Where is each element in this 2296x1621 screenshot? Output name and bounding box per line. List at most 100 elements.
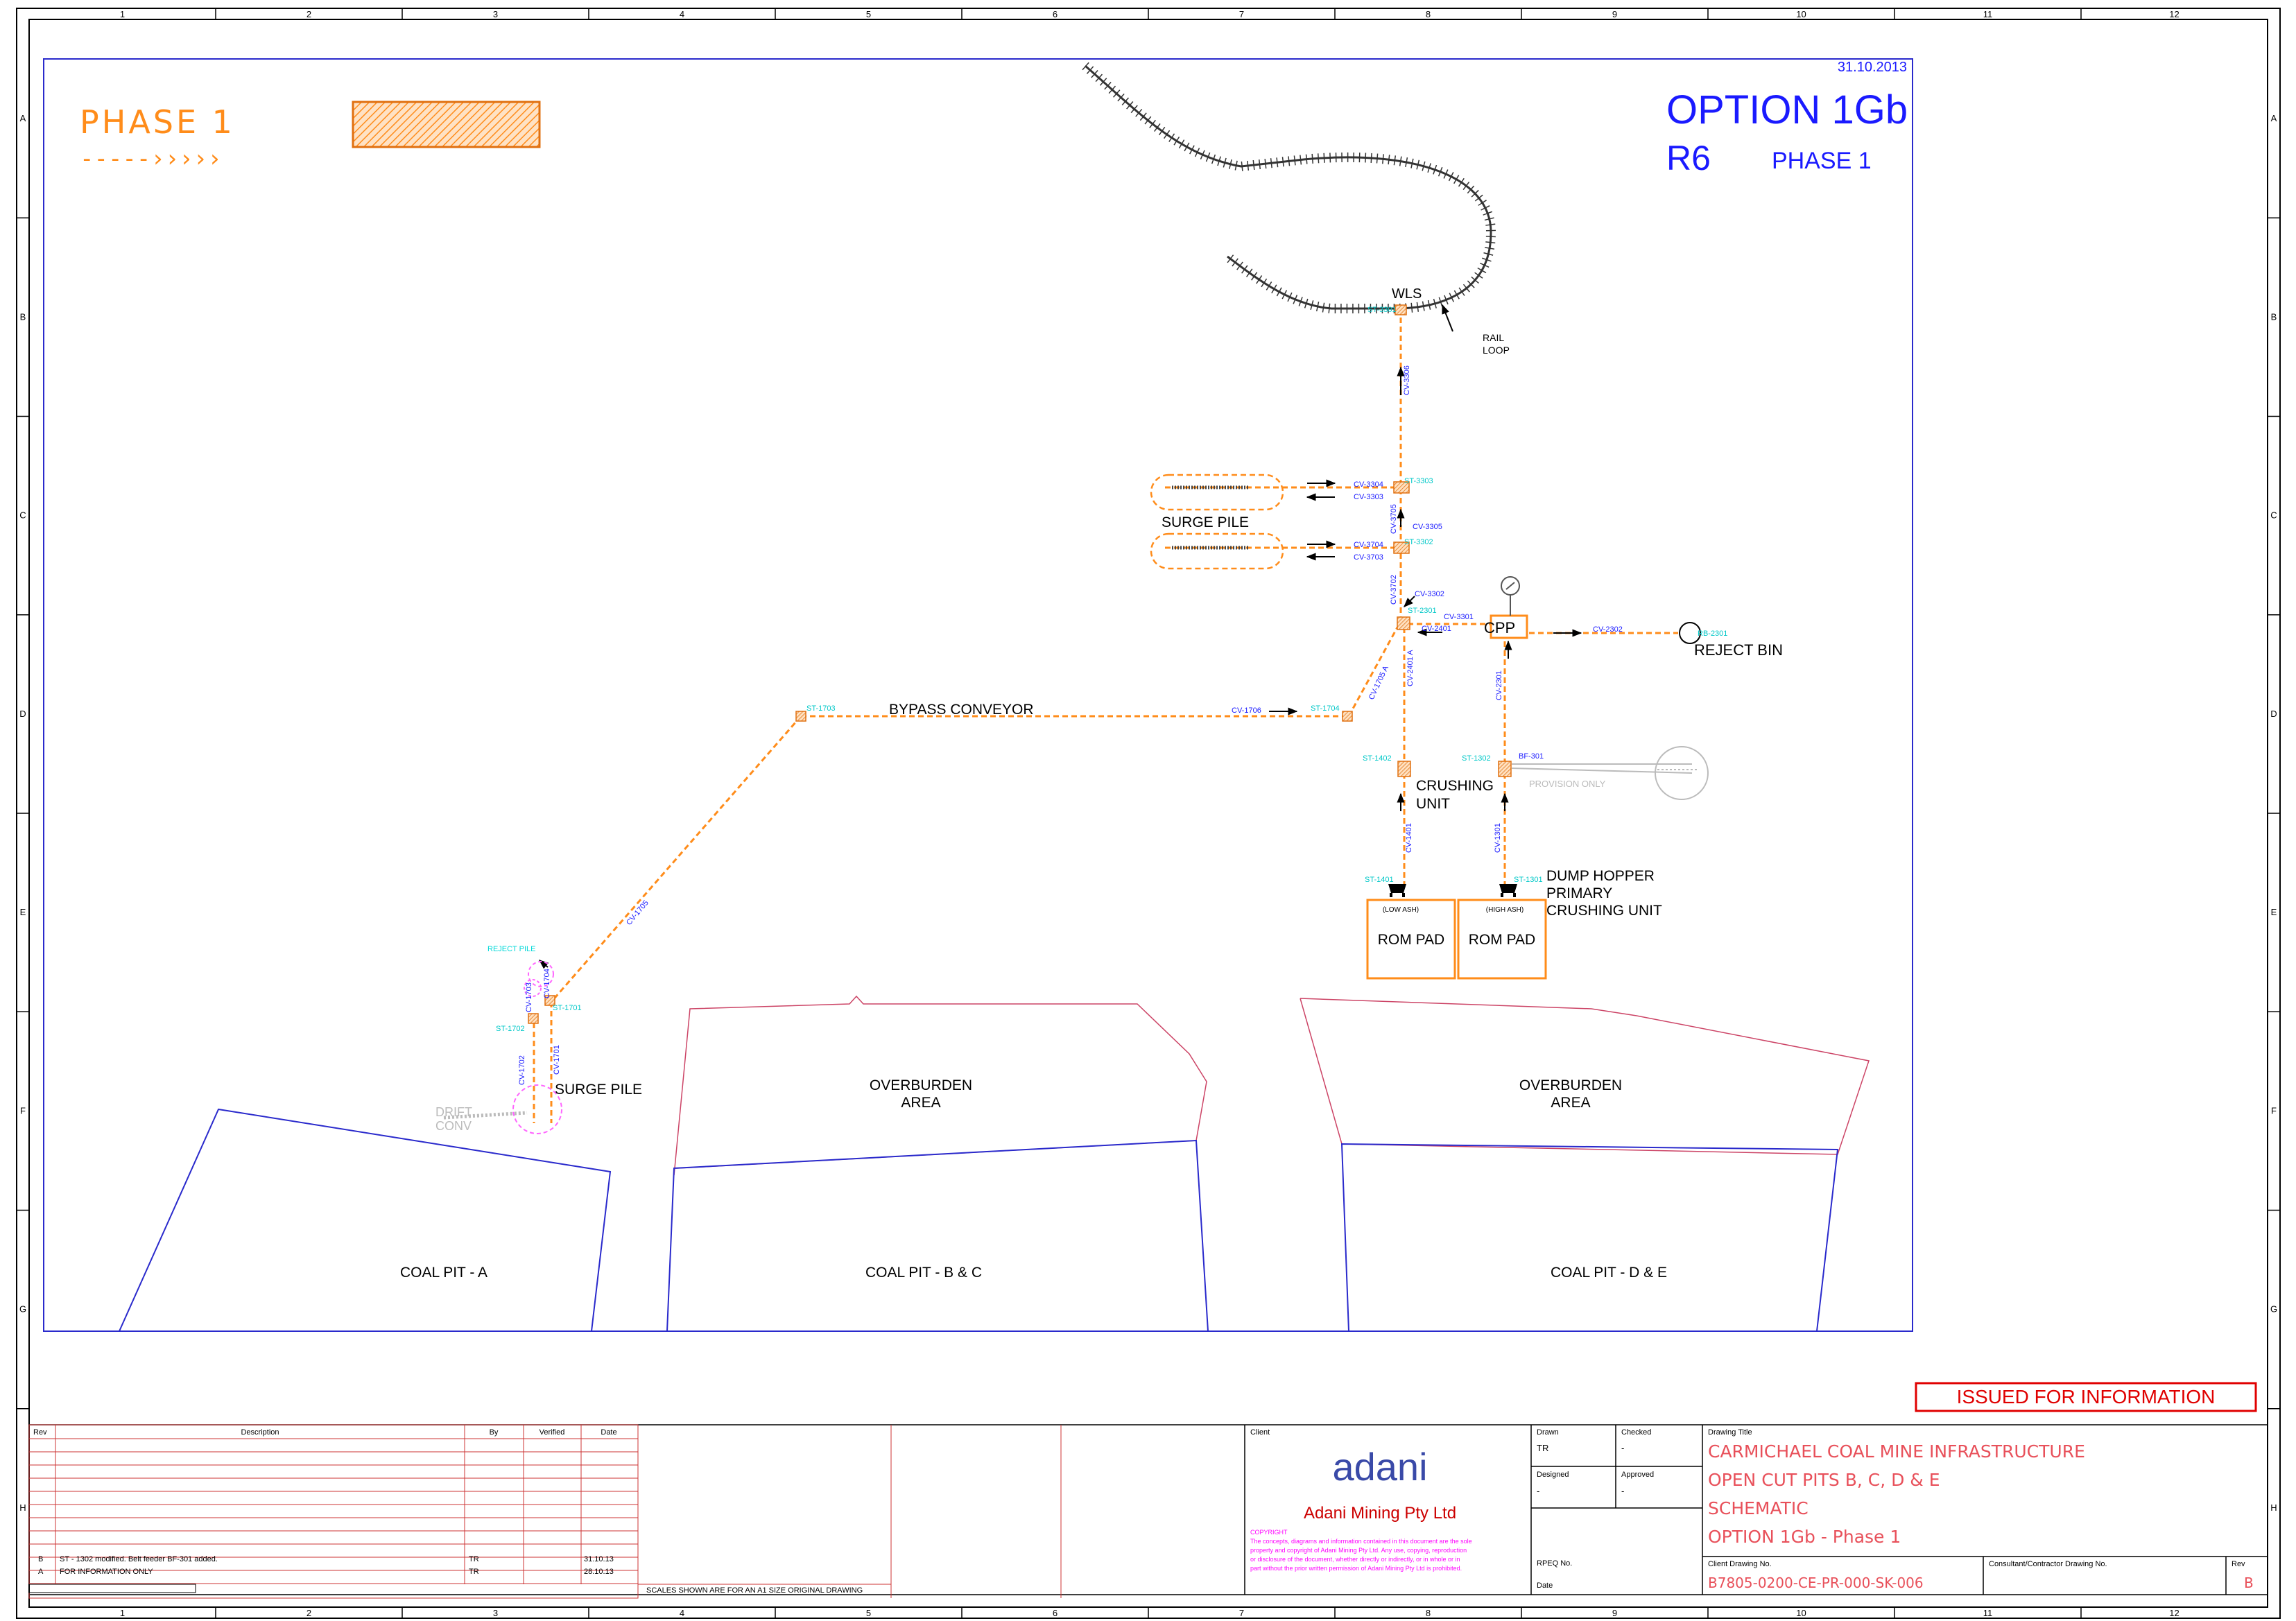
crushing-unit-label-1: CRUSHING	[1416, 778, 1494, 794]
grid-row-label: F	[2271, 1105, 2277, 1116]
tag-st1401: ST-1401	[1365, 876, 1394, 884]
surge-pile-label-top: SURGE PILE	[1162, 514, 1249, 530]
grid-col-label: 4	[680, 9, 684, 19]
reject-pile-label: REJECT PILE	[487, 945, 536, 953]
grid-col-label: 4	[680, 1608, 684, 1618]
grid-row-label: C	[2270, 510, 2277, 521]
grid-col-label: 8	[1426, 1608, 1431, 1618]
low-ash-label: (LOW ASH)	[1383, 906, 1419, 914]
tag-cv3301: CV-3301	[1444, 613, 1474, 621]
legend-arrow: -----›››››	[80, 145, 222, 173]
legend-phase-text: PHASE 1	[80, 103, 235, 141]
grid-row-label: E	[20, 907, 26, 917]
legend-hatch-swatch	[352, 101, 541, 148]
diagram-labels: SURGE PILE CPP REJECT BIN BYPASS CONVEYO…	[400, 514, 1783, 1281]
grid-row-label: H	[19, 1502, 26, 1513]
title-line-1: CARMICHAEL COAL MINE INFRASTRUCTURE	[1708, 1441, 2085, 1462]
rpeq-label: RPEQ No.	[1537, 1559, 1572, 1568]
dump-hopper-label-1: DUMP HOPPER	[1546, 868, 1655, 884]
grid-row-label: B	[2271, 311, 2277, 322]
cpp-plant	[1490, 576, 1528, 639]
flow-arrows	[538, 366, 1582, 969]
conveyor-lines	[533, 309, 1678, 1123]
lower-surge-pile	[443, 961, 562, 1134]
conveyor-tags: CV-3306 CV-3304 CV-3303 CV-3705 CV-3305 …	[518, 365, 1623, 1085]
transfer-stations	[528, 304, 1512, 1024]
approved-value: -	[1621, 1486, 1624, 1496]
grid-col-label: 9	[1612, 1608, 1617, 1618]
tag-cv1704: CV-1704	[543, 969, 551, 998]
grid-row-label: E	[2271, 907, 2277, 917]
grid-col-label: 6	[1053, 1608, 1058, 1618]
grid-col-label: 7	[1239, 1608, 1244, 1618]
revision-grid	[29, 1438, 638, 1584]
checked-value: -	[1621, 1443, 1624, 1453]
date-label: Date	[1537, 1581, 1553, 1590]
rev-a-date: 28.10.13	[584, 1568, 614, 1576]
date-col-header: Date	[601, 1428, 616, 1437]
overburden-right-label-1: OVERBURDEN	[1519, 1077, 1622, 1093]
designed-label: Designed	[1537, 1471, 1569, 1479]
client-drawing-label: Client Drawing No.	[1708, 1560, 1772, 1568]
rom-pad-label-1: ROM PAD	[1378, 932, 1444, 948]
grid-col-label: 12	[2169, 9, 2179, 19]
coal-pits	[119, 1108, 1839, 1332]
station-tags: ST-3301 ST-3303 ST-3302 ST-2301 ST-1703 …	[496, 306, 1727, 1033]
copyright-line-3: or disclosure of the document, whether d…	[1250, 1556, 1460, 1563]
tag-cv2401a: CV-2401 A	[1406, 650, 1415, 686]
tag-st1704: ST-1704	[1311, 704, 1340, 713]
coal-pit-bc-label: COAL PIT - B & C	[865, 1265, 982, 1281]
reject-bin-label: REJECT BIN	[1694, 641, 1783, 659]
header: 31.10.2013 OPTION 1Gb R6 PHASE 1	[1666, 60, 1908, 177]
sheet-frame	[16, 8, 2281, 1619]
conveyor-1704-to-3301	[1347, 627, 1399, 717]
tag-cv3304: CV-3304	[1354, 480, 1383, 489]
grid-col-label: 5	[866, 1608, 871, 1618]
grid-col-label: 6	[1053, 9, 1058, 19]
approved-label: Approved	[1621, 1471, 1654, 1479]
grid-row-label: G	[2270, 1304, 2277, 1315]
conveyor-1705	[550, 716, 802, 1003]
grid-col-label: 2	[307, 9, 311, 19]
drawing-title-label: Drawing Title	[1708, 1428, 1752, 1437]
rev-a-desc: FOR INFORMATION ONLY	[60, 1568, 153, 1576]
grid-row-label: G	[19, 1304, 26, 1315]
tag-cv1702: CV-1702	[518, 1055, 526, 1085]
high-ash-label: (HIGH ASH)	[1486, 906, 1524, 914]
title-line-4: OPTION 1Gb - Phase 1	[1708, 1527, 1901, 1547]
grid-col-label: 3	[493, 9, 498, 19]
grid-col-label: 3	[493, 1608, 498, 1618]
overburden-left-label-2: AREA	[901, 1095, 940, 1111]
grid-col-label: 8	[1426, 9, 1431, 19]
tag-st3301: ST-3301	[1367, 306, 1397, 314]
grid-row-label: C	[19, 510, 26, 521]
rev-a-by: TR	[469, 1568, 479, 1576]
tag-st3303: ST-3303	[1404, 477, 1433, 485]
scales-note: SCALES SHOWN ARE FOR AN A1 SIZE ORIGINAL…	[646, 1586, 863, 1595]
grid-row-label: H	[2270, 1502, 2277, 1513]
coal-pit-de-label: COAL PIT - D & E	[1551, 1265, 1667, 1281]
tag-cv1705a: CV-1705 A	[1367, 664, 1390, 701]
tag-cv3302: CV-3302	[1415, 590, 1444, 598]
grid-col-label: 9	[1612, 9, 1617, 19]
rail-loop-label-1: RAIL	[1483, 332, 1504, 343]
issued-stamp-text: ISSUED FOR INFORMATION	[1957, 1386, 2216, 1407]
crushing-unit-label-2: UNIT	[1416, 796, 1450, 812]
rev-b-rev: B	[38, 1555, 43, 1563]
phase-label: PHASE 1	[1772, 148, 1872, 174]
copyright-line-2: property and copyright of Adani Mining P…	[1250, 1547, 1467, 1554]
tag-cv3305: CV-3305	[1413, 523, 1442, 531]
verified-col-header: Verified	[540, 1428, 565, 1437]
client-name: Adani Mining Pty Ltd	[1304, 1504, 1456, 1523]
tag-cv3702: CV-3702	[1390, 575, 1398, 605]
tag-st1301: ST-1301	[1514, 876, 1543, 884]
rev-b-date: 31.10.13	[584, 1555, 614, 1563]
provision-only	[1511, 746, 1709, 800]
reject-bin-symbol	[1679, 622, 1701, 644]
grid-row-label: D	[19, 709, 26, 719]
tag-cv3703: CV-3703	[1354, 553, 1383, 562]
tag-st1402: ST-1402	[1363, 754, 1392, 763]
tag-cv3306: CV-3306	[1403, 365, 1411, 395]
tag-st1701: ST-1701	[553, 1004, 582, 1012]
